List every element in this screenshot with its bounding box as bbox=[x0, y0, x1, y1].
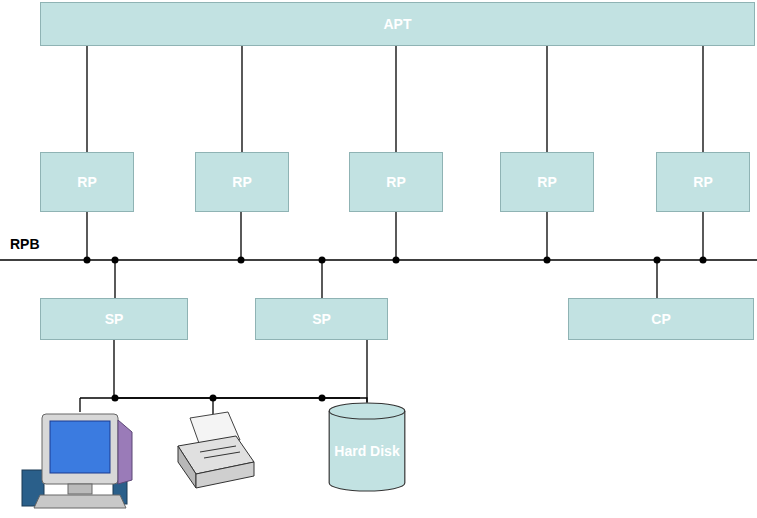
node-label: RP bbox=[232, 174, 251, 191]
connector-line bbox=[241, 46, 242, 152]
rp-box: RP bbox=[656, 152, 750, 212]
node-label: APT bbox=[384, 16, 412, 33]
sp-box: SP bbox=[40, 298, 188, 340]
rp-box: RP bbox=[195, 152, 289, 212]
apt-box: APT bbox=[40, 2, 755, 46]
printer-icon bbox=[178, 412, 254, 488]
bus-label: RPB bbox=[10, 236, 40, 253]
node-label: CP bbox=[651, 311, 670, 328]
rp-box: RP bbox=[40, 152, 134, 212]
connector-line bbox=[114, 340, 367, 403]
rp-box: RP bbox=[349, 152, 443, 212]
rp-box: RP bbox=[500, 152, 594, 212]
node-label: SP bbox=[312, 311, 331, 328]
connector-line bbox=[546, 46, 547, 152]
node-label: RP bbox=[386, 174, 405, 191]
computer-icon bbox=[22, 414, 132, 508]
node-label: RP bbox=[693, 174, 712, 191]
disk-cylinder: Hard Disk bbox=[328, 402, 406, 492]
connector-line bbox=[366, 340, 367, 402]
node-label: Hard Disk bbox=[334, 443, 399, 460]
connector-line bbox=[702, 46, 703, 152]
connector-line bbox=[86, 46, 87, 152]
cp-box: CP bbox=[568, 298, 754, 340]
node-label: RP bbox=[77, 174, 96, 191]
node-label: SP bbox=[105, 311, 124, 328]
connector-line bbox=[395, 46, 396, 152]
sp-box: SP bbox=[255, 298, 388, 340]
node-label: RP bbox=[537, 174, 556, 191]
